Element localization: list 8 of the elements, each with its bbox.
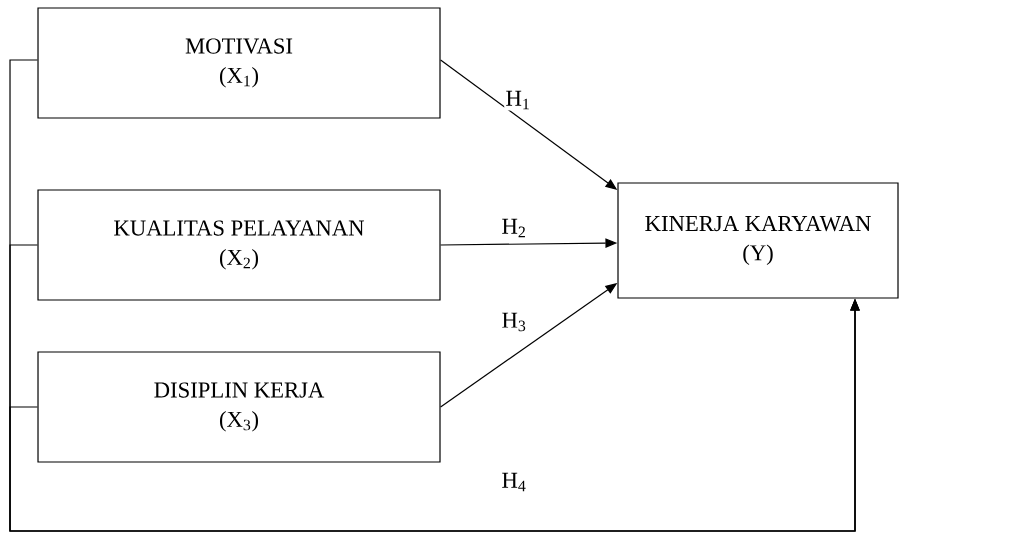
edge-label: H$_{1}$	[504, 89, 532, 111]
edge-label: H$_{4}$	[500, 471, 528, 493]
variable-box: MOTIVASI (X$_{1}$)	[37, 7, 441, 119]
edge-label: H$_{3}$	[500, 311, 528, 333]
variable-box: DISIPLIN KERJA (X$_{3}$)	[37, 351, 441, 463]
variable-box: KINERJA KARYAWAN (Y)	[617, 182, 899, 299]
variable-box: KUALITAS PELAYANAN (X$_{2}$)	[37, 189, 441, 301]
edge-label: H$_{2}$	[500, 217, 528, 239]
